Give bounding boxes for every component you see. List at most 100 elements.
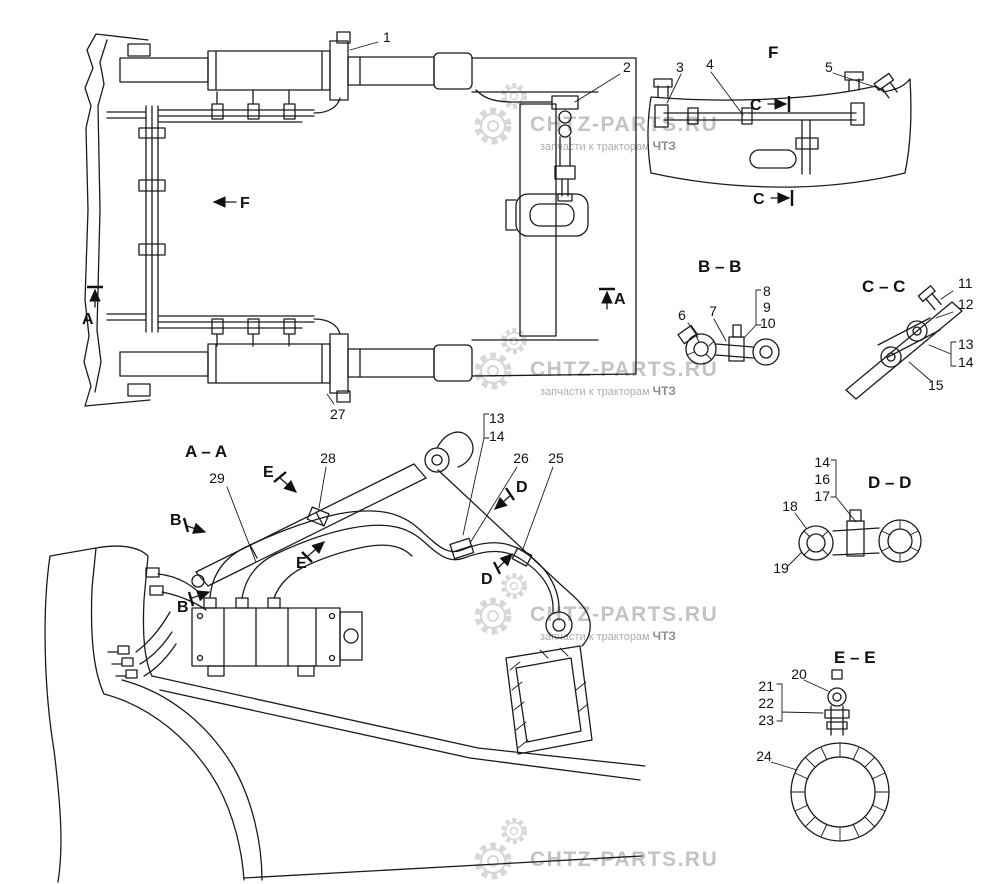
line-art bbox=[850, 102, 865, 126]
line-art bbox=[654, 104, 669, 128]
line-art bbox=[145, 567, 160, 578]
line-art bbox=[752, 338, 780, 366]
section-letter-e-bottom: E bbox=[296, 555, 307, 572]
floor-panel bbox=[505, 645, 593, 755]
callout-20: 20 bbox=[791, 666, 807, 682]
section-letter-c-top: C bbox=[750, 97, 762, 114]
watermark-tagline-text: запчасти к тракторам bbox=[540, 631, 653, 643]
section-view-dd: D – D 14 16 17 18 19 bbox=[773, 454, 922, 576]
line-art bbox=[211, 318, 224, 335]
line-art bbox=[436, 431, 474, 468]
line-art bbox=[887, 528, 913, 554]
watermark-row-1: CHTZ-PARTS.RU запчасти к тракторам ЧТЗ bbox=[478, 86, 717, 153]
line-art bbox=[343, 628, 359, 644]
lift-cylinder-bottom bbox=[119, 333, 473, 403]
line-art bbox=[653, 78, 673, 88]
line-art bbox=[554, 165, 576, 180]
line-art bbox=[138, 127, 166, 139]
line-art bbox=[886, 352, 896, 362]
line-art bbox=[247, 318, 260, 335]
line-art bbox=[693, 341, 709, 357]
callout-2: 2 bbox=[623, 59, 631, 75]
callout-8: 8 bbox=[763, 283, 771, 299]
line-art bbox=[151, 469, 646, 879]
callout-9: 9 bbox=[763, 299, 771, 315]
line-art bbox=[741, 107, 753, 125]
section-letter-a-left: A bbox=[82, 311, 94, 328]
line-art bbox=[103, 679, 263, 881]
section-view-aa: A – A 29 28 13 14 26 25 E E B B D D bbox=[44, 410, 646, 883]
callout-12: 12 bbox=[958, 296, 974, 312]
watermark-tagline: запчасти к тракторам ЧТЗ bbox=[540, 139, 676, 153]
callout-29: 29 bbox=[209, 470, 225, 486]
hitch-bracket bbox=[505, 193, 589, 237]
gear-icon bbox=[504, 576, 525, 597]
gear-icon bbox=[478, 601, 508, 631]
section-letter-a-right: A bbox=[614, 291, 626, 308]
callout-16: 16 bbox=[814, 471, 830, 487]
line-art bbox=[795, 137, 819, 150]
line-art bbox=[917, 285, 936, 303]
line-art bbox=[196, 612, 204, 620]
callout-1: 1 bbox=[383, 29, 391, 45]
line-art bbox=[749, 149, 797, 169]
callout-13: 13 bbox=[958, 336, 974, 352]
line-art bbox=[677, 324, 699, 345]
callout-21: 21 bbox=[758, 678, 774, 694]
line-art bbox=[558, 110, 572, 124]
line-art bbox=[826, 721, 848, 730]
section-arrow-b-top bbox=[186, 522, 207, 534]
line-art bbox=[849, 509, 862, 522]
line-art bbox=[912, 326, 922, 336]
line-art bbox=[790, 742, 890, 842]
line-art bbox=[687, 289, 762, 342]
hose-clamp-25 bbox=[511, 547, 533, 567]
view-title-aa: A – A bbox=[185, 442, 227, 461]
line-art bbox=[117, 645, 130, 655]
hose-clamp-26 bbox=[449, 537, 475, 560]
direction-label-f: F bbox=[240, 195, 250, 212]
section-arrow-d-bottom bbox=[497, 553, 513, 569]
line-art bbox=[804, 756, 876, 828]
line-art bbox=[511, 547, 533, 567]
callout-22: 22 bbox=[758, 695, 774, 711]
section-view-ee: E – E 20 21 22 23 24 bbox=[756, 648, 890, 842]
line-art bbox=[505, 645, 593, 755]
line-art bbox=[195, 463, 427, 587]
gear-icon bbox=[504, 331, 525, 352]
hose-bundle bbox=[107, 506, 573, 679]
line-art bbox=[328, 654, 336, 662]
line-art bbox=[824, 709, 850, 719]
gear-icon bbox=[504, 821, 525, 842]
line-art bbox=[803, 530, 829, 556]
line-art bbox=[329, 333, 349, 394]
gear-icon bbox=[478, 356, 508, 386]
line-art bbox=[715, 343, 754, 359]
line-art bbox=[107, 573, 207, 677]
line-art bbox=[149, 585, 164, 596]
callout-19: 19 bbox=[773, 560, 789, 576]
line-art bbox=[666, 71, 885, 116]
watermark-brand: CHTZ-PARTS.RU bbox=[530, 603, 718, 626]
line-art bbox=[297, 665, 315, 677]
line-art bbox=[196, 654, 204, 662]
line-art bbox=[83, 33, 151, 407]
pipe-runs bbox=[106, 89, 341, 347]
gear-icon bbox=[478, 846, 508, 876]
watermark-tagline-brand: ЧТЗ bbox=[653, 139, 676, 153]
line-art bbox=[844, 71, 864, 81]
line-art bbox=[329, 40, 349, 101]
line-art bbox=[515, 193, 589, 237]
lift-cylinder-top bbox=[119, 31, 473, 101]
line-art bbox=[226, 413, 554, 563]
line-art bbox=[798, 525, 834, 561]
callout-4: 4 bbox=[706, 56, 714, 72]
line-art bbox=[475, 89, 571, 197]
section-letter-c-bottom: C bbox=[753, 191, 765, 208]
watermark-brand: CHTZ-PARTS.RU bbox=[530, 358, 718, 381]
line-art bbox=[770, 679, 829, 771]
watermark-row-3: CHTZ-PARTS.RU запчасти к тракторам ЧТЗ bbox=[478, 576, 718, 643]
section-arrow-d-top bbox=[494, 494, 512, 510]
